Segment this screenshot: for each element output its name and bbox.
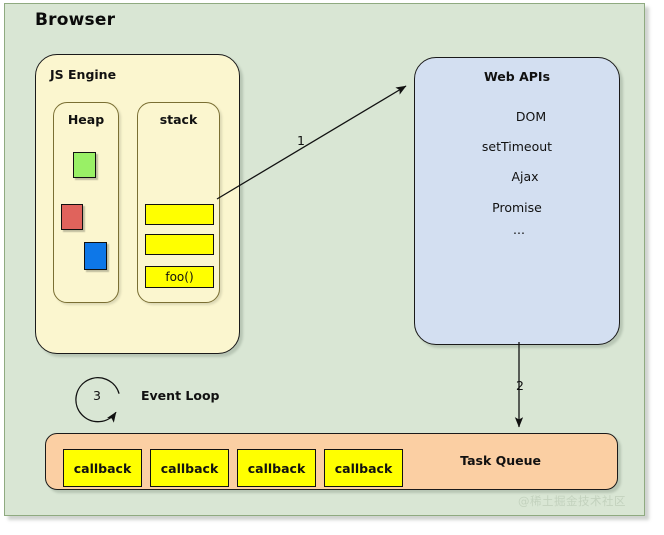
callback-item: callback xyxy=(237,449,316,487)
watermark: @稀土掘金技术社区 xyxy=(518,494,626,508)
arrow-1-step-number: 1 xyxy=(297,133,305,148)
arrow-2-step-number: 2 xyxy=(516,378,524,393)
task-queue-box: Task Queue callback callback callback ca… xyxy=(45,433,618,490)
heap-object-red xyxy=(61,204,83,230)
web-api-item-dom: DOM xyxy=(515,109,547,124)
heap-box: Heap xyxy=(53,102,119,303)
event-loop-label: Event Loop xyxy=(141,388,220,403)
task-queue-title: Task Queue xyxy=(460,453,541,468)
event-loop-step-number: 3 xyxy=(93,388,101,403)
browser-frame: Browser JS Engine Heap stack foo() Web A… xyxy=(4,3,645,516)
heap-object-blue xyxy=(84,242,107,270)
stack-frame xyxy=(145,234,214,255)
web-apis-box: Web APIs DOM setTimeout Ajax Promise ... xyxy=(414,57,620,345)
heap-object-green xyxy=(73,152,96,178)
web-api-item-ellipsis: ... xyxy=(513,222,525,237)
callback-item: callback xyxy=(324,449,403,487)
web-api-item-promise: Promise xyxy=(492,200,542,215)
callback-item: callback xyxy=(63,449,142,487)
js-engine-title: JS Engine xyxy=(50,67,117,82)
web-api-item-ajax: Ajax xyxy=(511,169,539,184)
callback-item: callback xyxy=(150,449,229,487)
page-title: Browser xyxy=(35,10,116,30)
stack-frame-foo: foo() xyxy=(145,266,214,288)
web-api-item-settimeout: setTimeout xyxy=(481,139,553,154)
web-apis-title: Web APIs xyxy=(483,69,551,84)
heap-title: Heap xyxy=(67,112,105,127)
stack-title: stack xyxy=(159,112,198,127)
js-engine-box: JS Engine Heap stack foo() xyxy=(35,54,240,354)
stack-frame xyxy=(145,204,214,225)
stack-box: stack foo() xyxy=(137,102,220,303)
